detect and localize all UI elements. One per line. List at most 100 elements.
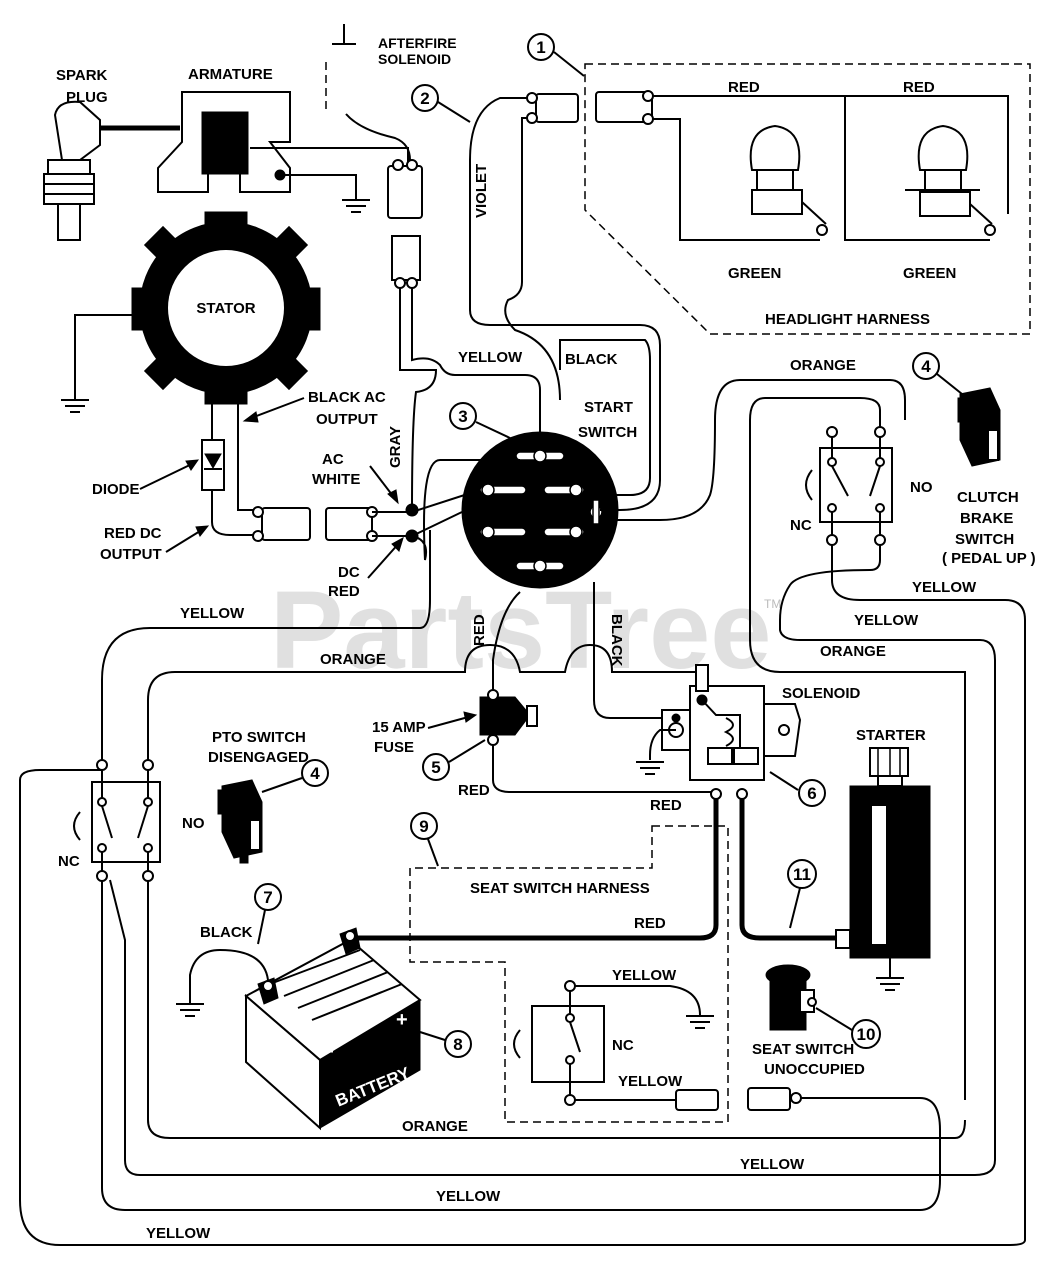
wire-label-orange-right: ORANGE [820, 643, 886, 660]
ground-symbol-starter [876, 977, 904, 991]
yellow-wire-left-top [101, 530, 431, 770]
headlight-harness: RED RED GREEN GREEN HEADLIGHT HARNESS [584, 63, 1031, 335]
stator-label: STATOR [196, 300, 255, 317]
spark-plug-label-1: SPARK [56, 67, 108, 84]
stator-connector [252, 506, 378, 542]
svg-text:4: 4 [310, 764, 320, 783]
starter-label: STARTER [856, 727, 926, 744]
dc-red-label-2: RED [328, 583, 360, 600]
clutch-label-3: SWITCH [955, 531, 1014, 548]
orange-wire-left [147, 643, 700, 770]
callout-3: 3 [449, 402, 511, 439]
pto-nc-label: NC [58, 853, 80, 870]
seat-nc-label: NC [612, 1037, 634, 1054]
wire-label-yellow-right-2: YELLOW [854, 612, 919, 629]
black-ac-label-1: BLACK AC [308, 389, 386, 406]
wire-label-yellow-seat-1: YELLOW [612, 967, 677, 984]
wire-label-yellow-left: YELLOW [180, 605, 245, 622]
svg-text:+: + [396, 1009, 408, 1031]
callout-4-clutch: 4 [912, 352, 963, 395]
seat-switch-harness [409, 825, 802, 1123]
callout-8: 8 [419, 1030, 472, 1058]
callout-10: 10 [815, 1007, 881, 1049]
ground-symbol-battery [176, 1003, 204, 1017]
fuse-label-2: FUSE [374, 739, 414, 756]
clutch-no-label: NO [910, 479, 933, 496]
wire-label-red-1: RED [728, 79, 760, 96]
svg-text:7: 7 [263, 888, 272, 907]
pto-no-label: NO [182, 815, 205, 832]
svg-text:5: 5 [431, 758, 440, 777]
wire-label-yellow-bottom-1: YELLOW [740, 1156, 805, 1173]
starter [835, 747, 931, 991]
wire-label-red-battery: RED [634, 915, 666, 932]
violet-wire [469, 92, 661, 511]
headlight-harness-label: HEADLIGHT HARNESS [765, 311, 930, 328]
wire-label-black-top: BLACK [565, 351, 618, 368]
clutch-nc-label: NC [790, 517, 812, 534]
armature [157, 91, 409, 213]
wire-label-green-1: GREEN [728, 265, 781, 282]
seat-switch-harness-label: SEAT SWITCH HARNESS [470, 880, 650, 897]
wire-label-red-2: RED [903, 79, 935, 96]
svg-text:3: 3 [458, 407, 467, 426]
afterfire-solenoid [325, 24, 423, 289]
spark-plug [43, 100, 180, 241]
pto-switch-icon [217, 779, 263, 864]
wire-label-orange-left: ORANGE [320, 651, 386, 668]
watermark-tm: TM [764, 597, 781, 611]
diode [201, 392, 258, 536]
orange-wire-top [600, 379, 906, 521]
callout-11: 11 [787, 859, 817, 929]
wire-label-red-fuse: RED [458, 782, 490, 799]
black-wire-top [559, 339, 651, 496]
stator: STATOR [61, 211, 321, 413]
svg-text:6: 6 [807, 784, 816, 803]
diode-label: DIODE [92, 481, 140, 498]
callout-1: 1 [527, 33, 585, 77]
dc-red-label-1: DC [338, 564, 360, 581]
callout-5: 5 [422, 739, 486, 781]
wire-label-red-solenoid: RED [650, 797, 682, 814]
callout-4-pto: 4 [261, 759, 329, 793]
svg-text:1: 1 [536, 38, 545, 57]
start-switch [461, 431, 619, 589]
orange-wire-bottom [147, 880, 966, 1139]
callout-9: 9 [410, 812, 439, 867]
svg-text:10: 10 [857, 1025, 876, 1044]
battery-positive-cable [352, 798, 719, 941]
start-switch-label-1: START [584, 399, 633, 416]
clutch-brake-switch-icon [957, 387, 1001, 467]
seat-switch-icon [765, 964, 817, 1031]
svg-text:11: 11 [793, 865, 811, 884]
solenoid [593, 582, 802, 800]
callout-2: 2 [411, 84, 471, 123]
svg-text:9: 9 [419, 817, 428, 836]
wire-label-red-start: RED [471, 614, 488, 646]
clutch-label-1: CLUTCH [957, 489, 1019, 506]
svg-text:4: 4 [921, 357, 931, 376]
yellow-wire-mid [109, 545, 996, 1176]
wire-label-yellow-bottom-3: YELLOW [146, 1225, 211, 1242]
yellow-wire-bottom [101, 880, 941, 1211]
wire-label-black-battery: BLACK [200, 924, 253, 941]
armature-label: ARMATURE [188, 66, 273, 83]
starter-cable [739, 798, 840, 941]
callout-7: 7 [254, 883, 282, 945]
svg-text:8: 8 [453, 1035, 462, 1054]
pto-label-2: DISENGAGED [208, 749, 309, 766]
svg-text:−: − [322, 1041, 334, 1063]
red-dc-label-1: RED DC [104, 525, 162, 542]
clutch-brake-switch [749, 397, 967, 1100]
clutch-label-4: ( PEDAL UP ) [942, 550, 1036, 567]
gray-wire [399, 288, 438, 511]
svg-text:2: 2 [420, 89, 429, 108]
ground-symbol-armature [342, 199, 370, 213]
pto-label-1: PTO SWITCH [212, 729, 306, 746]
afterfire-label-1: AFTERFIRE [378, 35, 457, 51]
wire-label-orange-bottom: ORANGE [402, 1118, 468, 1135]
ac-white-label-1: AC [322, 451, 344, 468]
wire-label-green-2: GREEN [903, 265, 956, 282]
start-switch-label-2: SWITCH [578, 424, 637, 441]
